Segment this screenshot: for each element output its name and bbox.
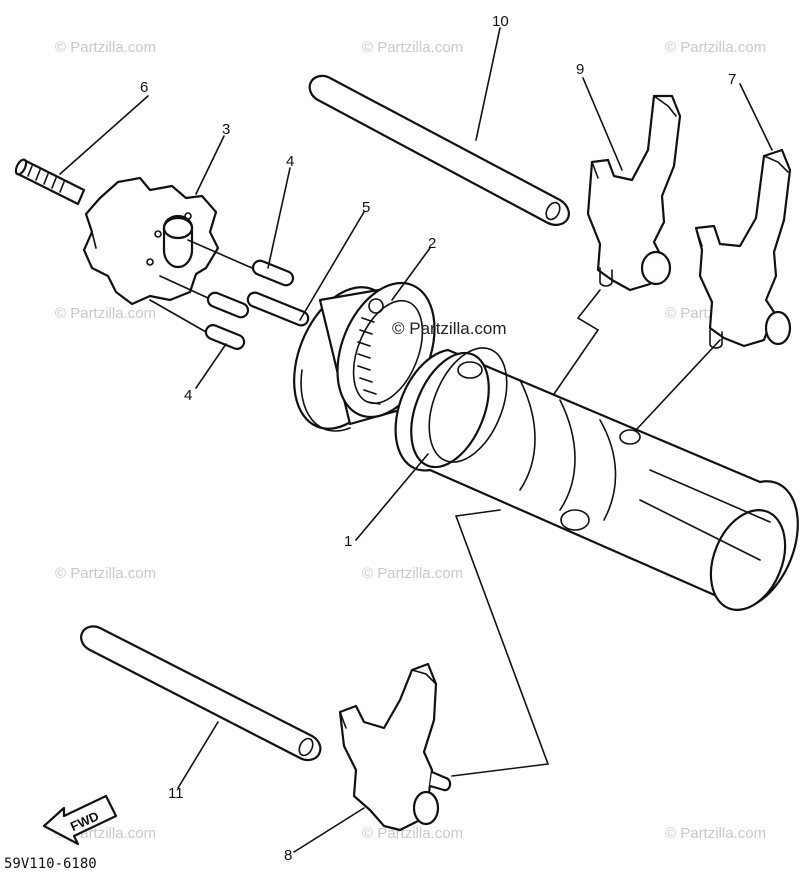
watermark: © Partzilla.com — [362, 39, 463, 56]
callout-3: 3 — [222, 121, 230, 138]
part-shift-fork-7 — [694, 148, 792, 349]
watermark: © Partzilla.com — [55, 565, 156, 582]
callout-2: 2 — [428, 235, 436, 252]
callout-8: 8 — [284, 847, 292, 864]
diagram-code: 59V110-6180 — [4, 856, 97, 872]
callout-1: 1 — [344, 533, 352, 550]
callout-10: 10 — [492, 13, 509, 30]
part-shift-shaft-upper — [308, 74, 570, 226]
callout-11: 11 — [168, 785, 184, 802]
callout-7: 7 — [728, 71, 736, 88]
part-shift-cam — [394, 347, 799, 611]
part-pins — [149, 239, 310, 350]
watermark: © Partzilla.com — [362, 565, 463, 582]
part-segment — [82, 176, 220, 306]
watermark: © Partzilla.com — [665, 825, 766, 842]
part-bearing — [293, 281, 436, 432]
leader-lines — [59, 27, 773, 853]
callout-4-upper: 4 — [286, 153, 294, 170]
part-shift-shaft-lower — [80, 625, 322, 762]
part-shift-fork-8 — [338, 662, 452, 832]
center-watermark-text: © Partzilla.com — [392, 319, 507, 338]
center-watermark: © Partzilla.com — [368, 298, 507, 338]
callout-labels: 10 9 7 6 3 4 5 2 4 1 11 8 — [140, 13, 736, 864]
callout-5: 5 — [362, 199, 370, 216]
watermark: © Partzilla.com — [55, 39, 156, 56]
part-shift-fork-9 — [586, 94, 682, 292]
watermark: © Partzilla.com — [665, 39, 766, 56]
callout-4-lower: 4 — [184, 387, 192, 404]
watermark: © Partzilla.com — [55, 305, 156, 322]
callout-6: 6 — [140, 79, 148, 96]
watermark: © Partzilla.com — [362, 825, 463, 842]
callout-9: 9 — [576, 61, 584, 78]
part-bolt — [14, 158, 86, 206]
